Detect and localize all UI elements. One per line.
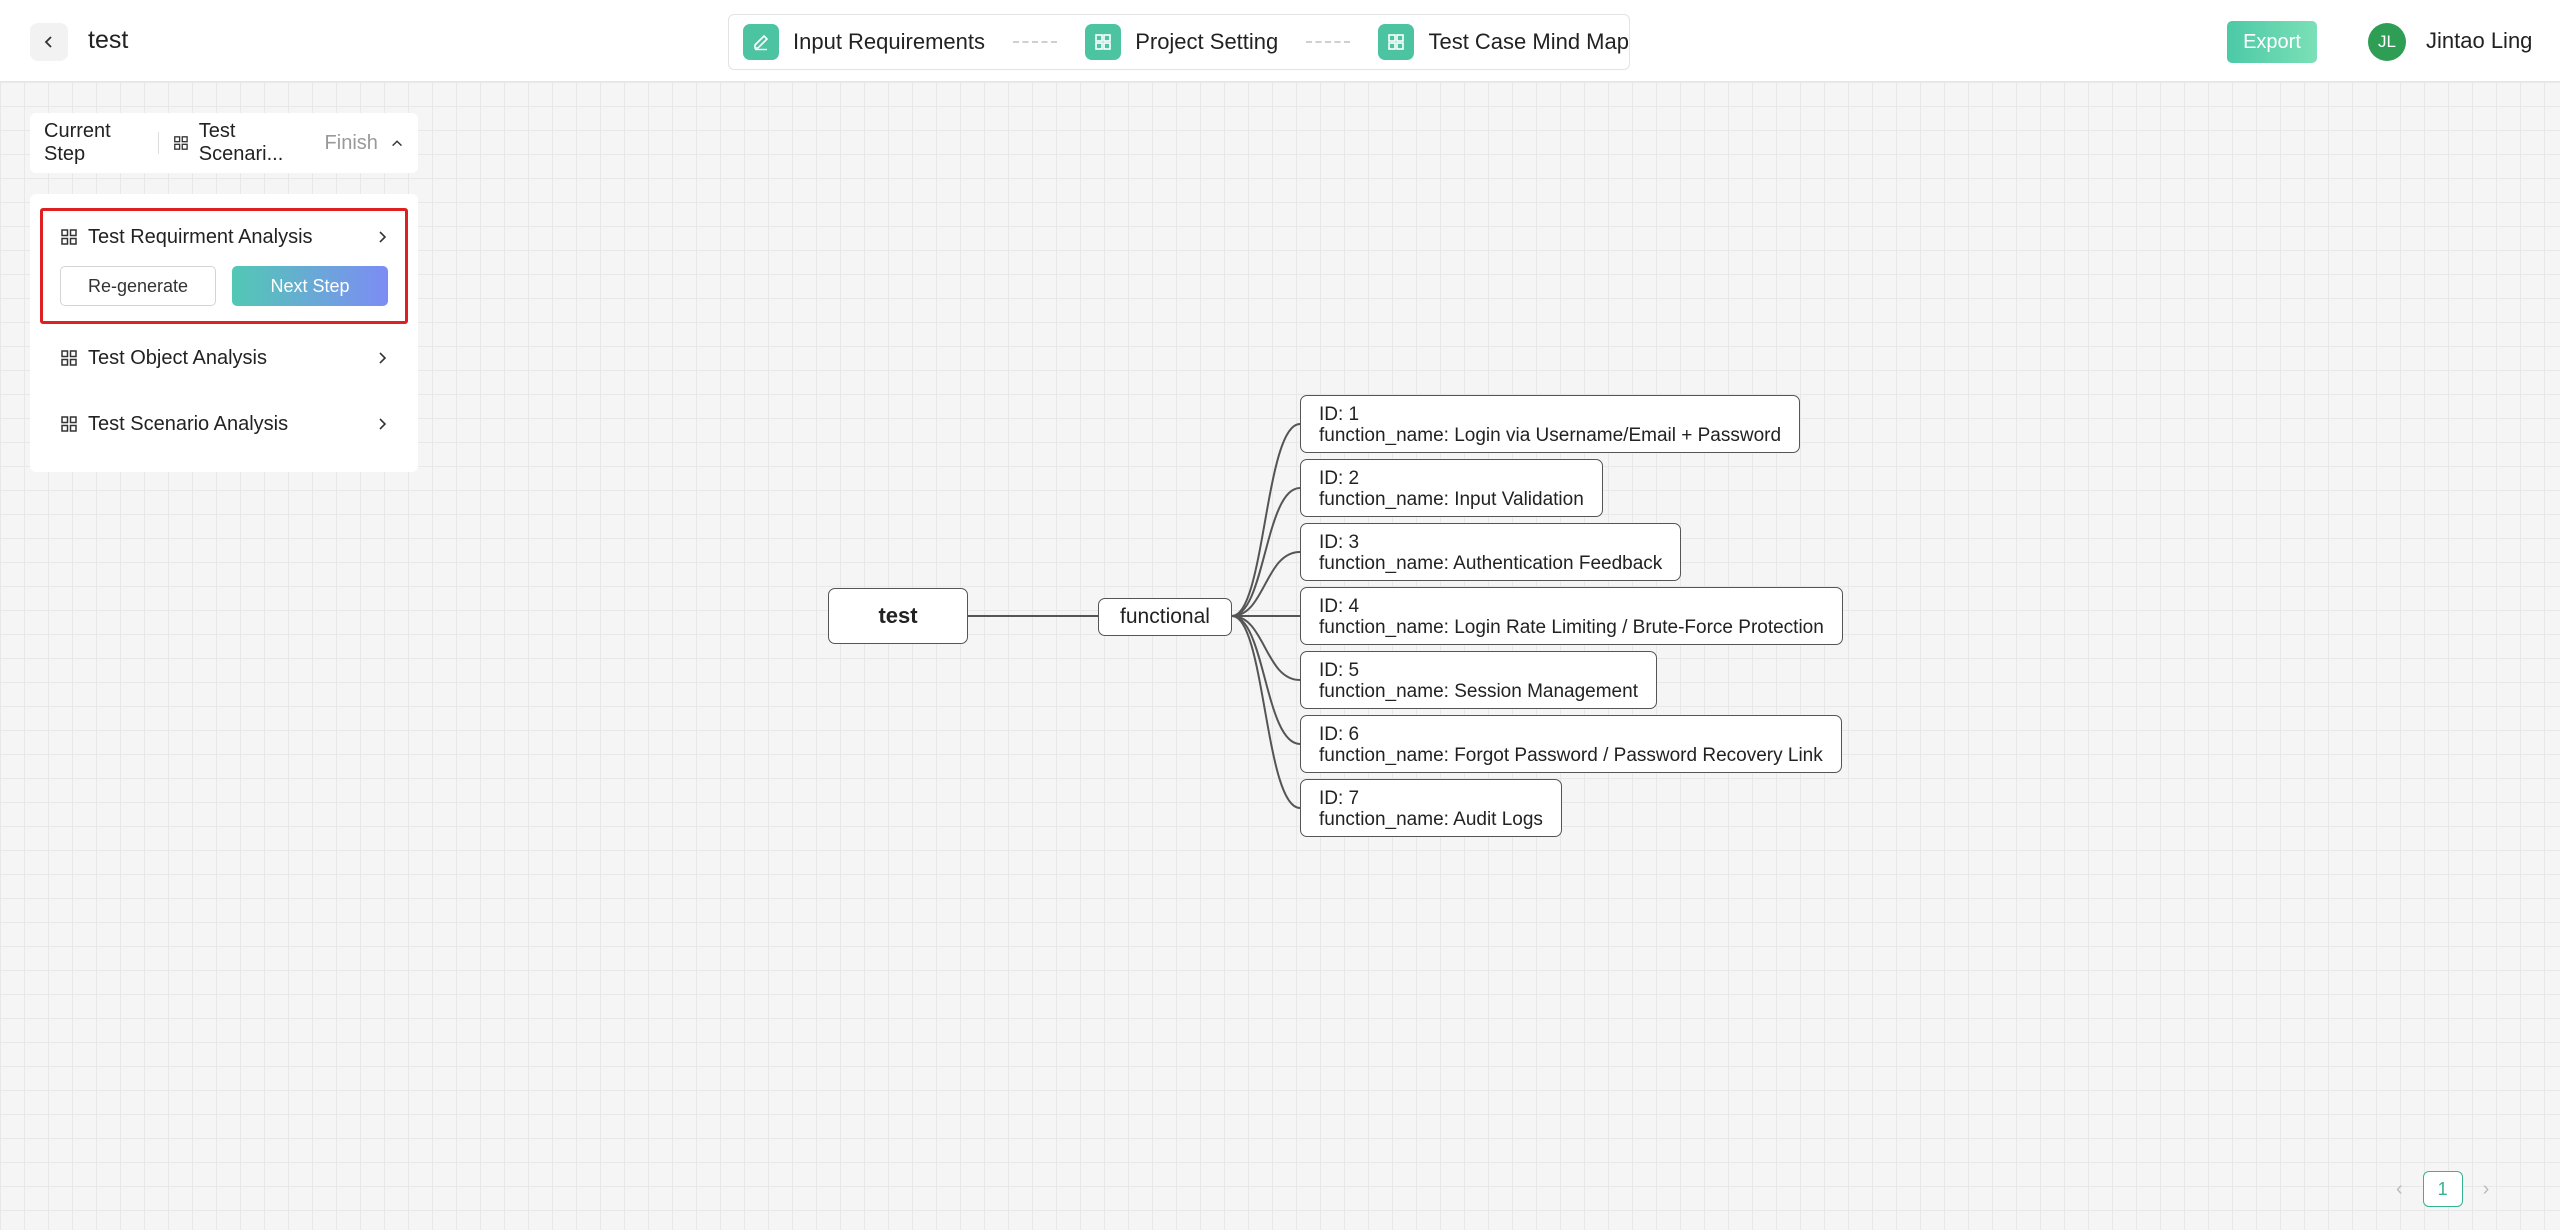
step-label: Test Case Mind Map	[1428, 29, 1629, 54]
task-label: Test Requirment Analysis	[88, 225, 313, 248]
leaf-id: ID: 2	[1319, 468, 1360, 489]
grid-icon	[61, 229, 77, 245]
prev-page-icon[interactable]: ‹	[2396, 1177, 2403, 1200]
mindmap-branch-node[interactable]: functional	[1098, 598, 1232, 636]
divider	[158, 132, 159, 154]
task-list-panel: Test Requirment Analysis Re-generate Nex…	[30, 194, 418, 472]
pencil-icon	[743, 24, 779, 60]
top-bar: test Input Requirements Project Setting …	[0, 0, 2560, 82]
step-test-case-mind-map[interactable]: Test Case Mind Map	[1378, 24, 1629, 60]
step-label: Project Setting	[1135, 29, 1279, 54]
grid-icon	[1085, 24, 1122, 60]
leaf-id: ID: 1	[1319, 404, 1360, 425]
mindmap-leaf-node[interactable]: ID: 7 function_name: Audit Logs	[1300, 779, 1562, 837]
mindmap-leaf-node[interactable]: ID: 2 function_name: Input Validation	[1300, 459, 1603, 517]
task-item-requirement-analysis[interactable]: Test Requirment Analysis	[60, 222, 390, 252]
next-page-icon[interactable]: ›	[2482, 1177, 2490, 1200]
status-badge: Finish	[324, 131, 378, 154]
grid-icon	[173, 136, 188, 150]
leaf-function-name: function_name: Forgot Password / Passwor…	[1319, 745, 1823, 766]
mindmap-leaf-node[interactable]: ID: 6 function_name: Forgot Password / P…	[1300, 715, 1842, 773]
mindmap-root-node[interactable]: test	[828, 588, 968, 644]
mindmap-leaf-node[interactable]: ID: 1 function_name: Login via Username/…	[1300, 395, 1801, 453]
step-separator	[1013, 41, 1058, 43]
task-item-scenario-analysis[interactable]: Test Scenario Analysis	[60, 409, 390, 439]
current-step-panel[interactable]: Current Step Test Scenari... Finish	[30, 113, 418, 173]
task-item-object-analysis[interactable]: Test Object Analysis	[60, 343, 390, 373]
leaf-id: ID: 3	[1319, 532, 1360, 553]
project-title: test	[88, 26, 129, 54]
leaf-function-name: function_name: Input Validation	[1319, 489, 1584, 510]
avatar[interactable]: JL	[2368, 23, 2406, 61]
current-step-name: Test Scenari...	[198, 120, 284, 165]
leaf-function-name: function_name: Authentication Feedback	[1319, 553, 1663, 574]
leaf-id: ID: 6	[1319, 724, 1360, 745]
user-name[interactable]: Jintao Ling	[2426, 28, 2533, 53]
step-project-setting[interactable]: Project Setting	[1085, 24, 1278, 60]
leaf-id: ID: 4	[1319, 596, 1360, 617]
mindmap-leaf-node[interactable]: ID: 3 function_name: Authentication Feed…	[1300, 523, 1682, 581]
leaf-function-name: function_name: Login via Username/Email …	[1319, 425, 1782, 446]
leaf-id: ID: 5	[1319, 660, 1360, 681]
leaf-function-name: function_name: Login Rate Limiting / Bru…	[1319, 617, 1824, 638]
grid-icon	[61, 416, 77, 432]
current-step-label: Current Step	[44, 120, 111, 165]
back-button[interactable]	[30, 23, 68, 61]
grid-icon	[1378, 24, 1415, 60]
pagination: ‹ 1 ›	[2396, 1170, 2489, 1208]
workflow-stepper: Input Requirements Project Setting Test …	[728, 14, 1630, 70]
regenerate-button[interactable]: Re-generate	[60, 266, 216, 306]
step-separator	[1306, 41, 1351, 43]
active-task-highlight	[40, 208, 408, 324]
step-label: Input Requirements	[793, 29, 985, 54]
grid-icon	[61, 350, 77, 366]
leaf-function-name: function_name: Session Management	[1319, 681, 1638, 702]
mindmap-leaf-node[interactable]: ID: 5 function_name: Session Management	[1300, 651, 1657, 709]
step-input-requirements[interactable]: Input Requirements	[743, 24, 985, 60]
leaf-id: ID: 7	[1319, 788, 1360, 809]
leaf-function-name: function_name: Audit Logs	[1319, 809, 1543, 830]
mindmap-leaf-node[interactable]: ID: 4 function_name: Login Rate Limiting…	[1300, 587, 1843, 645]
export-button[interactable]: Export	[2227, 21, 2317, 63]
next-step-button[interactable]: Next Step	[232, 266, 388, 306]
chevron-left-icon	[44, 36, 52, 48]
chevron-right-icon	[379, 418, 387, 430]
task-label: Test Object Analysis	[88, 346, 267, 369]
task-label: Test Scenario Analysis	[88, 412, 289, 435]
chevron-right-icon	[379, 352, 387, 364]
chevron-up-icon[interactable]	[390, 135, 404, 151]
chevron-right-icon	[379, 231, 387, 243]
page-number-current[interactable]: 1	[2422, 1171, 2463, 1207]
